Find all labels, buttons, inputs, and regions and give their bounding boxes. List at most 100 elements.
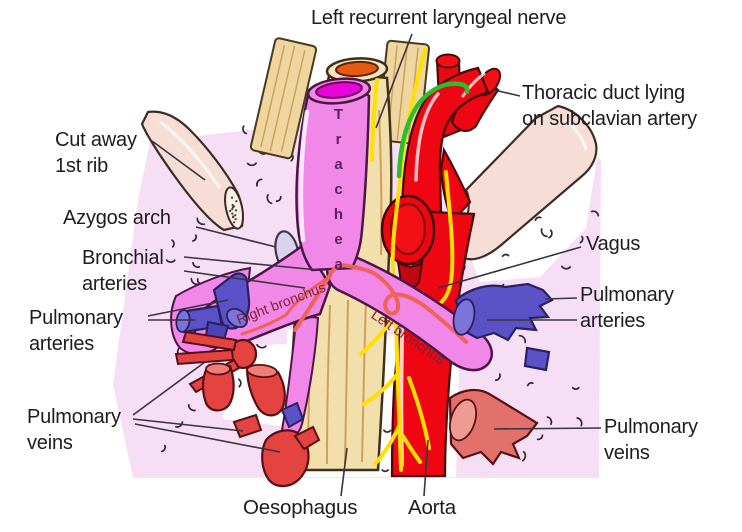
label-pulmonary-arteries-left: Pulmonary arteries — [29, 307, 123, 355]
rib-stipple-dot — [235, 200, 238, 203]
lung-texture-mark — [560, 265, 572, 270]
lung-texture-mark — [256, 343, 267, 349]
trachea-tube — [295, 81, 371, 272]
lung-texture-mark — [383, 429, 392, 433]
lung-texture-mark — [536, 434, 544, 441]
lung-texture-mark — [494, 373, 501, 382]
lung-texture-mark — [196, 217, 206, 226]
leader-pv-right — [493, 427, 602, 430]
pulmonary-arteries — [175, 272, 554, 429]
lung-texture-mark — [242, 125, 248, 135]
pv-right-face — [448, 398, 478, 442]
aortic-arch — [400, 66, 490, 214]
vagus-branch-2 — [362, 370, 401, 406]
lung-texture-mark — [381, 469, 389, 473]
rib-stipple-dot — [231, 216, 235, 219]
rib-stipple-dot — [233, 221, 236, 224]
pa-right-stump-b — [523, 346, 551, 372]
rib-stipple-dot — [234, 209, 238, 212]
pv-left-stump — [201, 364, 235, 412]
thoracic-duct — [396, 81, 470, 179]
rib-stipple-dot — [234, 218, 237, 221]
lung-texture-mark — [571, 386, 580, 390]
rib-stipple-dot — [229, 209, 232, 212]
label-azygos-arch: Azygos arch — [63, 207, 171, 229]
lung-texture-mark — [246, 162, 257, 167]
lung-texture-mark — [275, 195, 282, 202]
lung-texture-mark — [540, 228, 548, 238]
pv-left-blob-tube — [293, 425, 321, 451]
rib-stipple-dot — [231, 212, 234, 215]
pulmonary-veins-right — [448, 388, 539, 466]
lung-texture-mark — [191, 234, 198, 242]
lung-texture-mark — [255, 178, 263, 187]
trachea-highlight — [298, 109, 310, 243]
vagus-branch-5 — [401, 434, 422, 464]
lung-texture-mark — [238, 378, 242, 388]
label-pulmonary-veins-left: Pulmonary veins — [27, 406, 121, 454]
aorta-top-branch-cut — [435, 53, 461, 69]
label-left-recurrent-laryngeal-nerve: Left recurrent laryngeal nerve — [311, 7, 567, 29]
leader-laryngeal — [375, 33, 413, 129]
arch-highlight — [414, 92, 440, 182]
rib-stipple-dot — [231, 208, 234, 211]
lung-texture-mark — [160, 444, 167, 453]
lung-texture-mark — [266, 193, 273, 205]
lung-texture-mark — [174, 421, 184, 428]
subclavian-highlight — [461, 72, 486, 98]
lung-texture-mark — [534, 216, 542, 222]
bronchial-arteries — [240, 263, 468, 344]
lung-texture-mark — [579, 235, 584, 244]
leader-lines — [132, 33, 602, 497]
label-bronchial-arteries: Bronchial arteries — [82, 247, 164, 295]
leader-bronchial-2 — [183, 270, 306, 289]
label-vagus: Vagus — [586, 233, 641, 255]
rib-stipple-dot — [234, 214, 237, 217]
pulmonary-veins-left — [174, 330, 321, 488]
leader-pv-left-2 — [132, 418, 244, 432]
lung-texture-mark — [187, 404, 196, 412]
lung-texture-mark — [546, 416, 553, 426]
lung-texture-mark — [548, 229, 553, 239]
lung-texture-mark — [590, 210, 600, 217]
lung-texture-mark — [171, 239, 175, 248]
trachea-opening — [315, 81, 363, 99]
pa-right-face — [452, 298, 476, 336]
pa-small-central — [280, 401, 305, 429]
leader-oesophagus — [340, 447, 348, 497]
pv-left-blob — [261, 429, 310, 488]
lung-texture-mark — [521, 450, 527, 462]
muscle-left — [249, 37, 318, 160]
rib-stipple-dot — [231, 206, 235, 209]
lung-texture-mark — [526, 382, 534, 387]
leader-pa-left-1 — [147, 299, 229, 317]
leader-aorta — [423, 439, 429, 497]
pv-left-horn — [245, 366, 286, 417]
leader-pa-right-1 — [544, 297, 578, 300]
label-pulmonary-arteries-right: Pulmonary arteries — [580, 284, 674, 332]
lung-texture-mark — [576, 417, 583, 427]
pa-right-main — [454, 282, 554, 342]
label-aorta: Aorta — [408, 496, 456, 519]
leader-thoracic-duct — [493, 89, 521, 97]
lung-texture-mark — [165, 259, 176, 263]
leader-pv-left-1 — [132, 361, 206, 416]
vagus-strand-upper — [370, 78, 379, 162]
rib-stipple-dot — [230, 196, 234, 199]
leader-cut-rib — [151, 140, 206, 181]
label-trachea: Trachea — [330, 106, 347, 281]
leader-bronchial-1 — [183, 256, 319, 271]
label-oesophagus: Oesophagus — [243, 496, 358, 519]
vagus-branch-3 — [373, 422, 402, 466]
lung-texture-mark — [192, 261, 201, 268]
aortic-arch-ring-inner — [389, 202, 427, 256]
leader-pv-left-3 — [134, 423, 281, 453]
oesophagus-opening — [335, 60, 379, 78]
lung-texture-mark — [501, 253, 510, 258]
leader-vagus — [437, 246, 582, 289]
left-bronchus — [325, 250, 493, 372]
label-cut-away-rib: Cut away 1st rib — [55, 129, 137, 177]
rib-stipple-dot — [231, 204, 234, 207]
lung-texture-mark — [518, 334, 527, 344]
